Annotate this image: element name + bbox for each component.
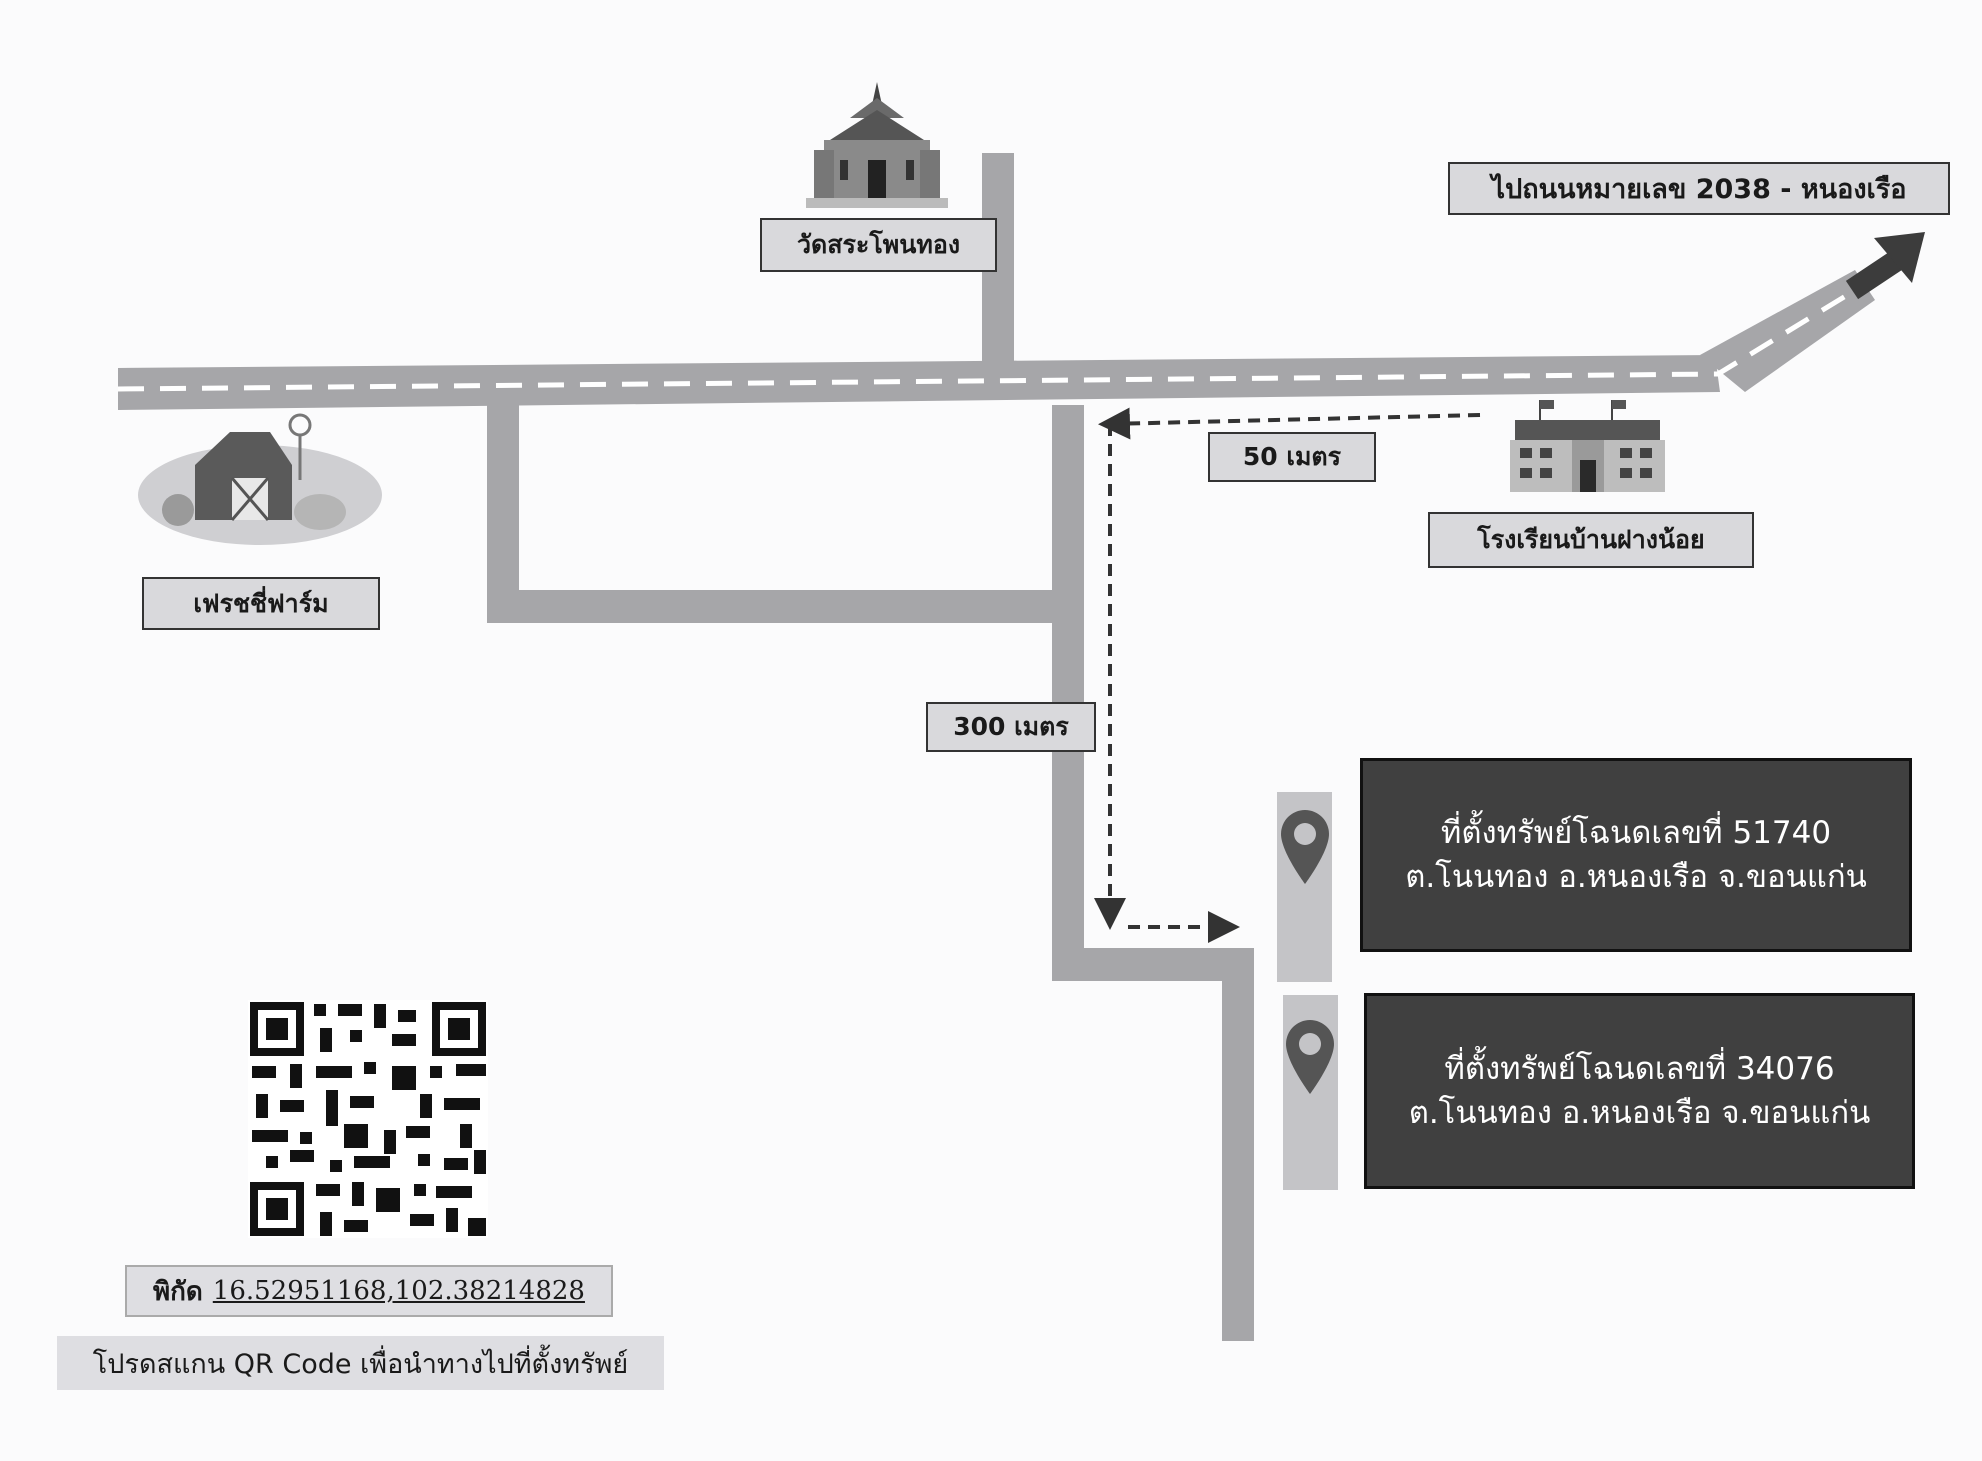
qr-code [248, 1000, 488, 1238]
farm-label: เฟรชชี่ฟาร์ม [142, 577, 380, 630]
property-title: ที่ตั้งทรัพย์โฉนดเลขที่ 34076 [1444, 1051, 1835, 1087]
location-pin-icon [1281, 810, 1329, 884]
temple-icon [806, 82, 948, 208]
distance-300m: 300 เมตร [926, 702, 1096, 752]
school-building-icon [1510, 400, 1665, 492]
scan-instruction: โปรดสแกน QR Code เพื่อนำทางไปที่ตั้งทรัพ… [57, 1336, 664, 1390]
property-title: ที่ตั้งทรัพย์โฉนดเลขที่ 51740 [1440, 815, 1832, 851]
lane-markings [117, 283, 1864, 392]
coordinates-box: พิกัด 16.52951168,102.38214828 [125, 1265, 613, 1317]
property-box-1: ที่ตั้งทรัพย์โฉนดเลขที่ 51740 ต.โนนทอง อ… [1360, 758, 1912, 952]
temple-label: วัดสระโพนทอง [760, 218, 997, 272]
farm-barn-icon [138, 413, 382, 545]
direction-arrow-icon [1845, 232, 1925, 300]
step-road [1052, 948, 1250, 981]
route-50m [1098, 407, 1481, 440]
coordinates-label: พิกัด [153, 1276, 203, 1307]
location-pin-icon [1286, 1020, 1334, 1094]
route-path [1094, 407, 1481, 943]
property-box-2: ที่ตั้งทรัพย์โฉนดเลขที่ 34076 ต.โนนทอง อ… [1364, 993, 1915, 1189]
final-vertical-road [1222, 948, 1254, 1341]
distance-50m: 50 เมตร [1208, 432, 1376, 482]
property-address: ต.โนนทอง อ.หนองเรือ จ.ขอนแก่น [1405, 859, 1867, 895]
long-vertical-road [1052, 405, 1084, 981]
connector-road [487, 590, 1067, 623]
property-address: ต.โนนทอง อ.หนองเรือ จ.ขอนแก่น [1408, 1095, 1871, 1131]
school-label: โรงเรียนบ้านฝางน้อย [1428, 512, 1754, 568]
coordinates-link[interactable]: 16.52951168,102.38214828 [212, 1276, 585, 1306]
road-sign: ไปถนนหมายเลข 2038 - หนองเรือ [1448, 162, 1950, 215]
left-vertical-road [487, 405, 519, 623]
